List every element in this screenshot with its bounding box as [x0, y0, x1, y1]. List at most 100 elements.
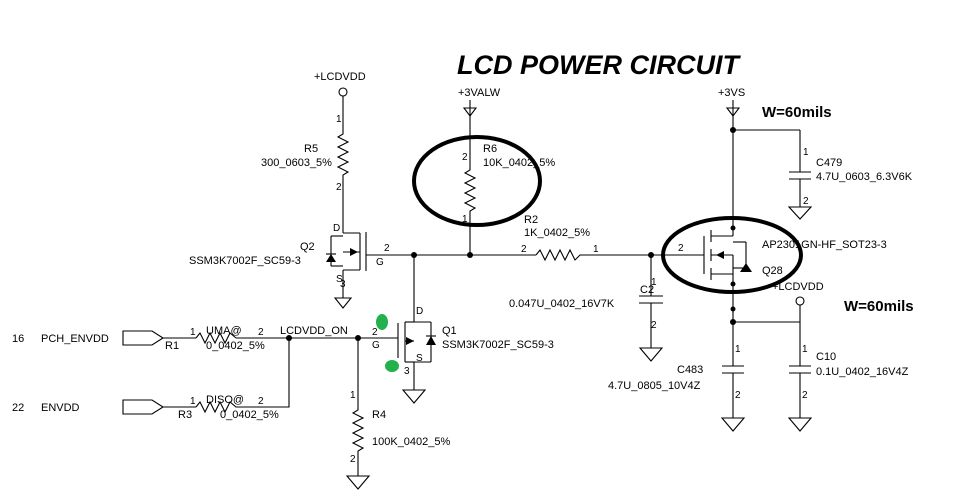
- resistor-r4: 1 2 R4 100K_0402_5%: [345, 338, 451, 490]
- ground-icon: [787, 206, 813, 220]
- svg-text:2: 2: [678, 243, 684, 254]
- c483-ref: C483: [677, 364, 703, 376]
- q28-value: AP2301GN-HF_SOT23-3: [762, 239, 887, 251]
- svg-text:1: 1: [336, 114, 342, 125]
- q1-arrow-icon: [406, 337, 414, 345]
- q2-value: SSM3K7002F_SC59-3: [189, 255, 301, 267]
- lcdvdd-out-label: +LCDVDD: [772, 281, 824, 293]
- highlight-circle-q28: [661, 216, 803, 294]
- svg-text:2: 2: [258, 396, 264, 407]
- port-number: 22: [12, 402, 24, 414]
- ground-icon: [345, 475, 371, 490]
- r1-ref: R1: [165, 340, 179, 352]
- svg-text:2: 2: [462, 152, 468, 163]
- r5-value: 300_0603_5%: [261, 157, 332, 169]
- mosfet-q28: 2 AP2301GN-HF_SOT23-3 Q28: [674, 225, 887, 322]
- r4-value: 100K_0402_5%: [372, 436, 451, 448]
- lcdvdd-top-label: +LCDVDD: [314, 71, 366, 83]
- capacitor-c2: 1 2 C2 0.047U_0402_16V7K: [509, 255, 664, 362]
- power-arrow-icon: [462, 107, 478, 117]
- ground-icon: [787, 417, 813, 432]
- c10-value: 0.1U_0402_16V4Z: [816, 366, 909, 378]
- svg-text:1: 1: [735, 344, 741, 355]
- c479-ref: C479: [816, 157, 842, 169]
- port-name: PCH_ENVDD: [41, 333, 109, 345]
- svg-text:2: 2: [384, 243, 390, 254]
- mosfet-q1: D S 3 G 2 Q1 SSM3K7002F_SC59-3: [372, 255, 554, 404]
- v3vs-label: +3VS: [718, 87, 745, 99]
- q1-diode-icon: [426, 336, 436, 345]
- svg-text:1: 1: [593, 244, 599, 255]
- c10-ref: C10: [816, 351, 836, 363]
- svg-text:1: 1: [190, 396, 196, 407]
- svg-text:2: 2: [803, 196, 809, 207]
- lcdvdd-output-rail: +LCDVDD: [730, 281, 824, 325]
- q28-diode-icon: [740, 263, 752, 272]
- ground-icon: [720, 417, 746, 432]
- svg-text:1: 1: [462, 214, 468, 225]
- svg-text:1: 1: [802, 344, 808, 355]
- port-name: ENVDD: [41, 402, 80, 414]
- svg-text:3: 3: [340, 279, 346, 290]
- capacitor-c479: 1 2 C479 4.7U_0603_6.3V6K: [787, 130, 913, 220]
- port-number: 16: [12, 333, 24, 345]
- svg-text:3: 3: [404, 366, 410, 377]
- r3-ref: R3: [178, 409, 192, 421]
- resistor-r5: 1 2 R5 300_0603_5%: [261, 114, 350, 206]
- width-note-top: W=60mils: [762, 104, 832, 121]
- svg-text:1: 1: [803, 147, 809, 158]
- lcdvdd-top-rail: +LCDVDD: [314, 71, 366, 128]
- ground-icon: [401, 389, 427, 404]
- svg-text:D: D: [333, 223, 340, 234]
- green-marker: [385, 360, 399, 372]
- r6-value: 10K_0402_5%: [483, 157, 555, 169]
- r2-ref: R2: [524, 214, 538, 226]
- svg-text:1: 1: [651, 277, 657, 288]
- port-arrow-icon: [122, 399, 165, 415]
- resistor-r1: 1 2 UMA@ R1 0_0402_5%: [165, 325, 265, 352]
- q2-ref: Q2: [300, 241, 315, 253]
- svg-text:2: 2: [521, 244, 527, 255]
- r3-value: 0_0402_5%: [220, 409, 279, 421]
- svg-text:S: S: [336, 274, 343, 285]
- capacitor-c10: 1 2 C10 0.1U_0402_16V4Z: [787, 322, 909, 432]
- svg-text:2: 2: [651, 320, 657, 331]
- svg-text:2: 2: [336, 182, 342, 193]
- resistor-r3: 1 2 DISO@ R3 0_0402_5%: [178, 338, 290, 421]
- svg-text:2: 2: [802, 390, 808, 401]
- v3vs-rail: +3VS: [718, 87, 800, 228]
- svg-text:2: 2: [350, 454, 356, 465]
- c2-value: 0.047U_0402_16V7K: [509, 298, 615, 310]
- r4-ref: R4: [372, 409, 386, 421]
- q2-arrow-icon: [350, 248, 358, 256]
- power-arrow-icon: [725, 107, 741, 117]
- svg-text:S: S: [416, 353, 423, 364]
- r1-value: 0_0402_5%: [206, 340, 265, 352]
- width-note-bottom: W=60mils: [844, 298, 914, 315]
- c479-value: 4.7U_0603_6.3V6K: [816, 171, 913, 183]
- junction-dot: [730, 127, 736, 133]
- q1-ref: Q1: [442, 325, 457, 337]
- r5-ref: R5: [304, 143, 318, 155]
- power-terminal: [338, 87, 348, 97]
- highlight-circle-r6: [412, 135, 542, 227]
- svg-text:D: D: [416, 306, 423, 317]
- green-marker: [376, 314, 388, 330]
- q28-arrow-icon: [716, 251, 724, 259]
- v3valw-label: +3VALW: [458, 87, 501, 99]
- svg-text:G: G: [372, 340, 380, 351]
- port-envdd: 22 ENVDD: [12, 399, 196, 415]
- port-pch-envdd: 16 PCH_ENVDD: [12, 330, 196, 346]
- svg-text:2: 2: [372, 327, 378, 338]
- c2-ref: C2: [640, 284, 654, 296]
- r1-option: UMA@: [206, 325, 242, 337]
- mosfet-q2: D S 3 G 2 Q2 SSM3K7002F_SC59-3: [189, 206, 390, 309]
- ground-icon: [333, 297, 353, 309]
- r6-ref: R6: [483, 143, 497, 155]
- svg-text:2: 2: [735, 390, 741, 401]
- q2-diode-icon: [326, 254, 336, 262]
- c483-value: 4.7U_0805_10V4Z: [608, 380, 701, 392]
- capacitor-c483: 1 2 C483 4.7U_0805_10V4Z: [608, 322, 746, 432]
- q28-ref: Q28: [762, 265, 783, 277]
- r3-option: DISO@: [206, 394, 244, 406]
